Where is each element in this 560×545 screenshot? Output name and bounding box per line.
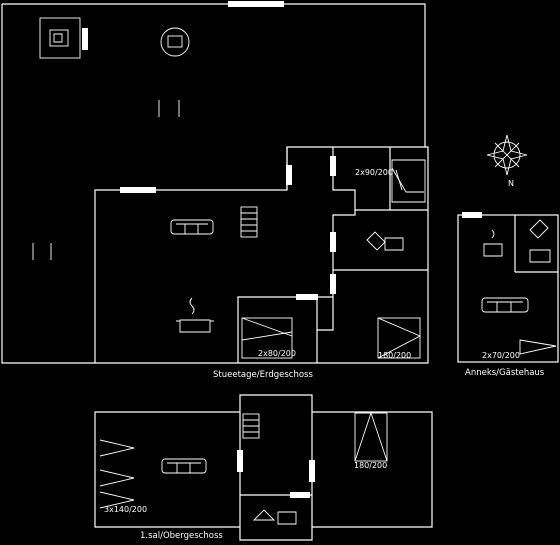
annex-kitchen-icon <box>483 229 503 257</box>
bed-label-upper-right: 180/200 <box>354 461 387 470</box>
outer-outline <box>1 3 426 364</box>
doors-upper <box>237 450 315 498</box>
annex-sofa-icon <box>481 297 529 313</box>
bed-label-main-bottom-right: 180/200 <box>378 351 411 360</box>
upper-floor <box>94 394 433 541</box>
compass-north-label: N <box>508 179 514 188</box>
caption-annex: Anneks/Gästehaus <box>465 368 545 378</box>
stove-icon <box>39 17 81 59</box>
bed-label-upper-left: 3x140/200 <box>104 505 147 514</box>
doors-main <box>82 1 336 300</box>
stair-upper <box>242 413 260 439</box>
toilet-icon <box>366 231 404 251</box>
upper-sofa-icon <box>161 458 207 474</box>
bed-label-main-middle: 2x80/200 <box>258 349 296 358</box>
stair-main <box>240 206 258 238</box>
bed-main-bottom-right <box>377 317 422 359</box>
bath-icon <box>391 159 426 203</box>
compass-icon <box>486 134 528 176</box>
caption-upper: 1.sal/Obergeschoss <box>140 531 223 541</box>
main-floor <box>1 1 429 364</box>
upper-beds-left <box>99 439 135 509</box>
kitchen-icon <box>176 297 214 333</box>
upper-inner-walls <box>239 412 313 527</box>
bed-label-annex: 2x70/200 <box>482 351 520 360</box>
bed-label-main-top-right: 2x90/200 <box>355 168 393 177</box>
annex <box>457 212 559 363</box>
sofa-icon <box>170 219 214 235</box>
annex-toilet-icon <box>529 219 551 263</box>
caption-main: Stueetage/Erdgeschoss <box>213 370 313 380</box>
posts <box>32 100 180 260</box>
upper-bed-right <box>354 411 388 462</box>
table-circle-icon <box>160 27 190 57</box>
bed-main-middle <box>241 317 293 359</box>
annex-bed <box>519 339 557 355</box>
upper-toilet-icon <box>252 509 297 525</box>
inner-walls <box>237 147 428 363</box>
